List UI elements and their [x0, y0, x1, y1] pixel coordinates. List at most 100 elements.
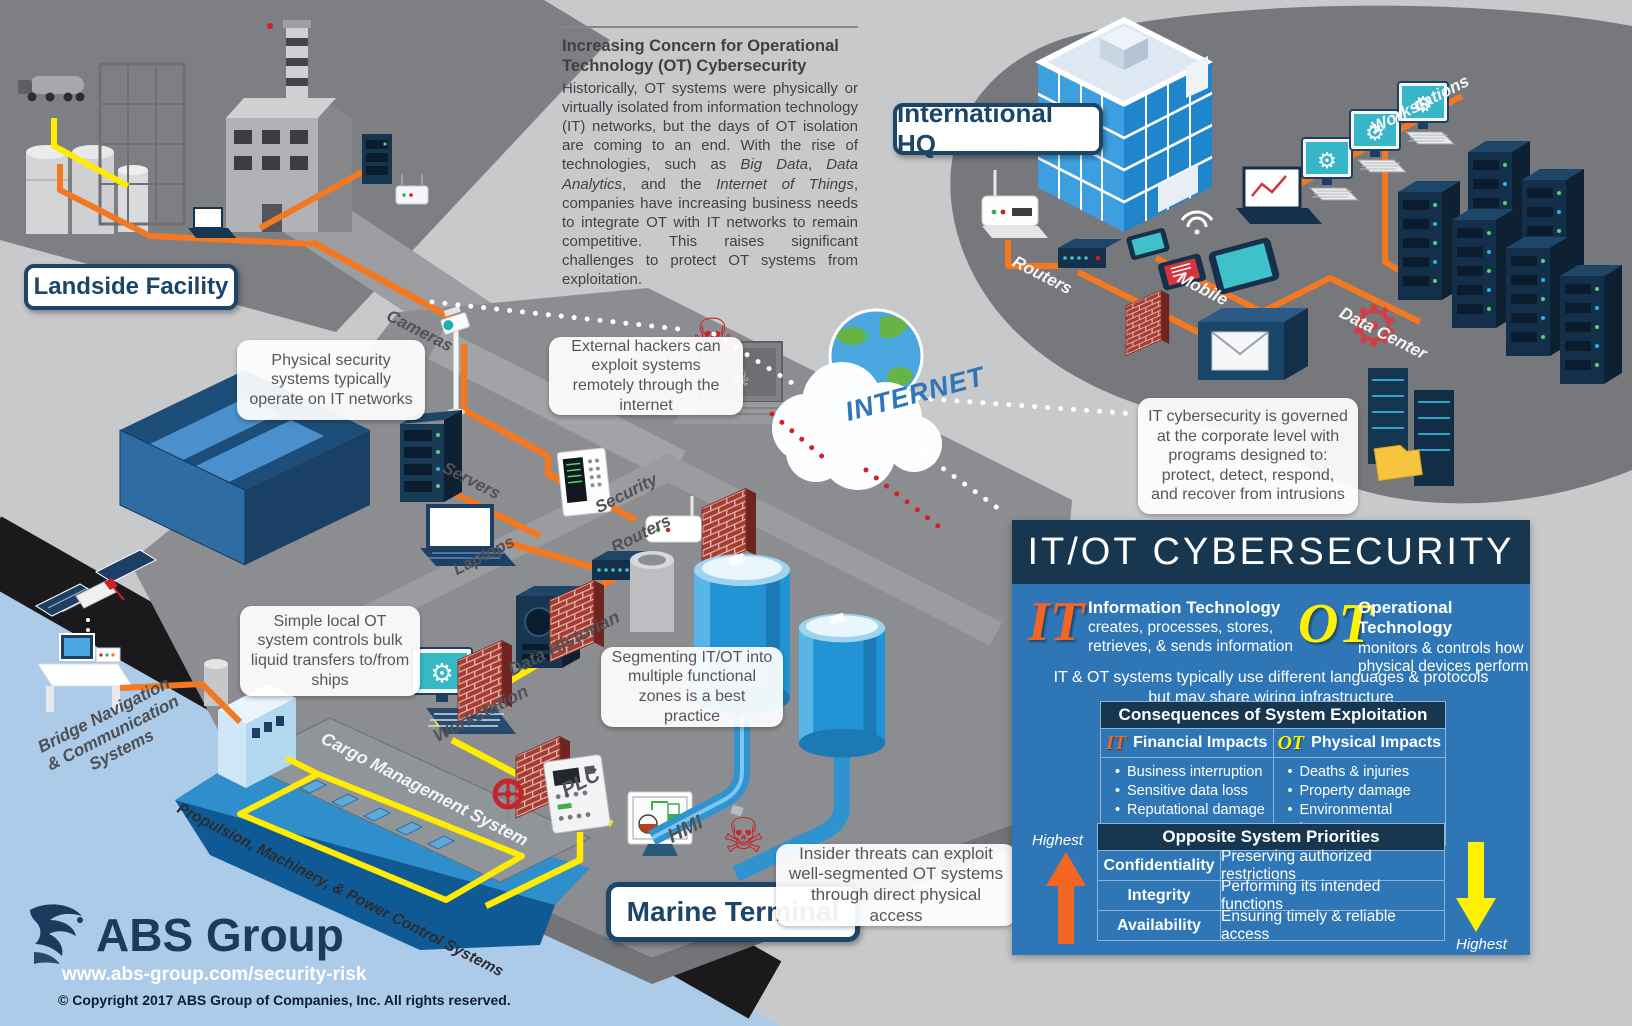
landside-it-line — [57, 164, 313, 247]
datacenter-rack-icon — [1452, 209, 1514, 328]
up-arrow-icon — [1046, 852, 1086, 944]
abs-eagle-logo — [30, 904, 83, 964]
table-row: Integrity Performing its intended functi… — [1098, 877, 1444, 913]
intro-block: Increasing Concern for Operational Techn… — [562, 26, 858, 290]
list-item: Deaths & injuries — [1288, 763, 1442, 782]
chimney-stack-icon — [261, 20, 311, 100]
truck-icon — [18, 76, 85, 102]
dotted-links-red — [769, 411, 941, 529]
down-arrow-icon — [1456, 842, 1496, 932]
ot-definition: Operational Technology monitors & contro… — [1358, 598, 1530, 677]
callout-it-governance: IT cybersecurity is governed at the corp… — [1138, 398, 1358, 514]
valve-icon — [492, 778, 524, 820]
satellite-icon — [34, 549, 158, 617]
it-abbr-small: IT — [1106, 731, 1127, 754]
svg-text:⚙: ⚙ — [430, 659, 453, 689]
priority-desc: Ensuring timely & reliable access — [1221, 907, 1396, 943]
highest-label-right: Highest — [1456, 936, 1507, 953]
hmi-monitor-icon — [627, 791, 693, 856]
it-abbr: IT — [1028, 591, 1084, 653]
callout-local-ot: Simple local OT system controls bulk liq… — [240, 606, 420, 696]
console-to-ship-line — [119, 681, 243, 725]
mail-server-icon — [1198, 308, 1308, 380]
mobile-devices-icon — [1126, 210, 1280, 295]
folder-icon — [1373, 444, 1423, 482]
callout-segmenting: Segmenting IT/OT into multiple functiona… — [601, 647, 783, 727]
datacenter-rack-icon — [1398, 181, 1460, 300]
it-title: Information Technology — [1088, 598, 1281, 617]
ot-abbr-small: OT — [1277, 731, 1305, 754]
priority-desc: Preserving authorized restrictions — [1221, 847, 1372, 883]
marine-laptop-icon — [420, 504, 516, 566]
priority-term: Integrity — [1098, 881, 1221, 910]
priority-term: Availability — [1098, 911, 1221, 940]
skull-icon: ☠ — [722, 808, 765, 864]
financial-impacts-list: Business interruption Sensitive data los… — [1101, 763, 1273, 821]
datacenter-rack-icon — [1560, 265, 1622, 384]
landside-ot-line — [51, 118, 130, 189]
file-server-icon — [1368, 368, 1454, 486]
it-definition: Information Technology creates, processe… — [1088, 598, 1300, 657]
wifi-icon — [1180, 210, 1214, 235]
priority-desc: Performing its intended functions — [1221, 877, 1381, 913]
highest-label-left: Highest — [1032, 832, 1083, 849]
intro-title: Increasing Concern for Operational Techn… — [562, 37, 839, 75]
callout-external-hackers: External hackers can exploit systems rem… — [549, 337, 743, 415]
table-row: Confidentiality Preserving authorized re… — [1098, 847, 1444, 883]
website-url: www.abs-group.com/security-risk — [62, 964, 367, 985]
consequences-header: Consequences of System Exploitation — [1101, 702, 1445, 729]
landside-router-icon — [395, 174, 429, 205]
dotted-links-white — [429, 299, 1139, 517]
plant-building — [226, 98, 352, 232]
ot-desc: monitors & controls how physical devices… — [1358, 639, 1529, 676]
panel-title: IT/OT CYBERSECURITY — [1012, 520, 1530, 584]
ot-abbr: OT — [1298, 593, 1373, 655]
list-item: Business interruption — [1115, 763, 1269, 782]
tank-pipe — [732, 744, 850, 882]
copyright-text: © Copyright 2017 ABS Group of Companies,… — [58, 992, 511, 1008]
marine-router-icon — [645, 496, 703, 543]
landside-facility-illustration — [18, 20, 429, 247]
it-desc: creates, processes, stores, retrieves, &… — [1088, 619, 1294, 655]
list-item: Reputational damage — [1115, 801, 1269, 820]
landside-facility-tag: Landside Facility — [24, 264, 238, 310]
priorities-header: Opposite System Priorities — [1098, 824, 1444, 851]
priority-term: Confidentiality — [1098, 851, 1221, 880]
loading-pipe-icon — [630, 551, 674, 632]
hq-laptop-icon — [1236, 166, 1322, 224]
callout-physical-security: Physical security systems typically oper… — [237, 340, 425, 420]
bridge-console-icon — [37, 633, 133, 712]
ot-title: Operational Technology — [1358, 598, 1453, 638]
priorities-table: Opposite System Priorities Confidentiali… — [1097, 823, 1445, 943]
internet-cloud-icon — [772, 362, 942, 490]
landside-laptop-icon — [188, 207, 236, 238]
plc-icon — [543, 754, 611, 834]
landside-server-icon — [362, 134, 392, 184]
list-item: Property damage — [1288, 782, 1442, 801]
warehouse-building — [119, 370, 370, 566]
scaffold-structure — [98, 62, 186, 226]
landside-it-branch — [258, 169, 364, 231]
itot-cybersecurity-panel: IT/OT CYBERSECURITY IT Information Techn… — [1012, 520, 1530, 955]
table-row: Availability Ensuring timely & reliable … — [1098, 907, 1444, 943]
international-hq-tag: International HQ — [893, 98, 1103, 159]
hq-switch-icon — [1058, 239, 1122, 268]
gear-icon: ⚙ — [1348, 292, 1400, 360]
divider — [562, 26, 858, 28]
storage-tank-icon — [798, 612, 886, 758]
marine-server-icon — [400, 410, 462, 502]
list-item: Sensitive data loss — [1115, 782, 1269, 801]
hq-building — [1035, 17, 1213, 232]
hq-router-icon — [981, 170, 1048, 238]
panel-body: IT Information Technology creates, proce… — [1012, 584, 1530, 955]
intro-body: Historically, OT systems were physically… — [562, 79, 858, 289]
tanker-ship — [175, 659, 592, 950]
security-panel-icon — [556, 447, 612, 517]
brand-name: ABS Group — [96, 909, 344, 961]
datacenter-rack-icon — [1506, 237, 1568, 356]
